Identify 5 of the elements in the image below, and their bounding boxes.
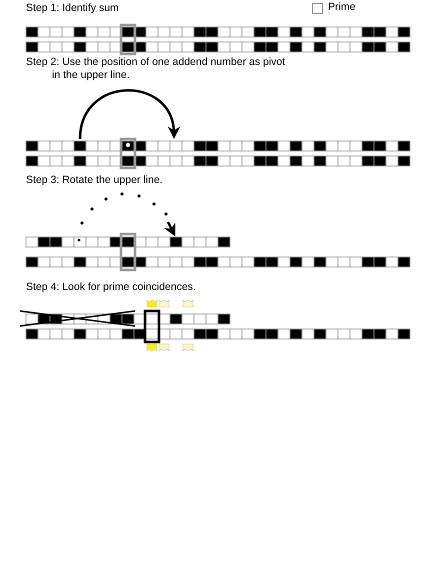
step-caption: Step 4: Look for prime coincidences. bbox=[26, 281, 197, 294]
step-caption: Step 1: Identify sum bbox=[26, 2, 120, 15]
step-caption: Step 3: Rotate the upper line. bbox=[26, 174, 164, 187]
step-caption: Step 2: Use the position of one addend number as pivot in the upper line. bbox=[26, 56, 286, 82]
legend-label: Prime bbox=[328, 1, 356, 14]
